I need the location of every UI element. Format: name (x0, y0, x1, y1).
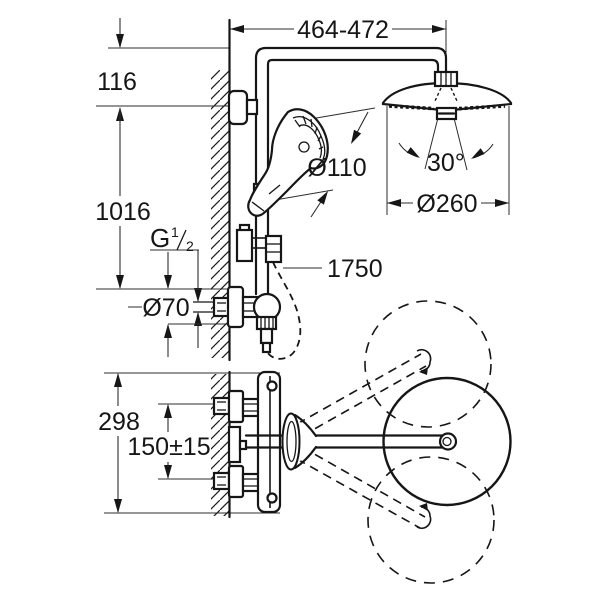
hand-shower-holder (235, 223, 283, 264)
dim-width-range-label: 464-472 (297, 16, 389, 44)
wall-bracket (227, 89, 259, 126)
dim-swivel-angle-label: 30° (427, 149, 465, 177)
head-shower-top-view (382, 376, 512, 507)
dim-rosette-diameter-label: Ø70 (142, 294, 189, 322)
thermostat-top-view (212, 370, 282, 514)
shower-arm-top-view (244, 412, 458, 471)
dim-riser-height-label: 1016 (95, 198, 151, 226)
head-shower (381, 70, 513, 171)
dim-wall-offset-label: 116 (97, 68, 137, 96)
dim-hose-length-label: 1750 (327, 255, 383, 283)
dim-head-diameter-label: Ø260 (416, 190, 477, 218)
hand-shower (247, 108, 329, 217)
dim-valve-depth-label: 298 (98, 408, 140, 436)
dimension-labels: 464-472 116 1016 G 1 2 Ø70 Ø110 1750 30°… (95, 16, 477, 461)
thermostat-valve-front (226, 285, 282, 354)
wall-section-lower (211, 370, 231, 519)
dim-thread-denominator: 2 (186, 238, 194, 254)
dim-thread-g-label: G (150, 223, 170, 253)
shower-pipe (254, 46, 448, 296)
swivel-range-top-view (296, 300, 512, 584)
shower-hose (265, 261, 302, 360)
dim-thread-numerator: 1 (171, 224, 179, 240)
dimension-lines (96, 18, 510, 514)
dim-hand-shower-diameter-label: Ø110 (307, 154, 366, 182)
dim-connection-spacing-label: 150±15 (127, 433, 210, 461)
